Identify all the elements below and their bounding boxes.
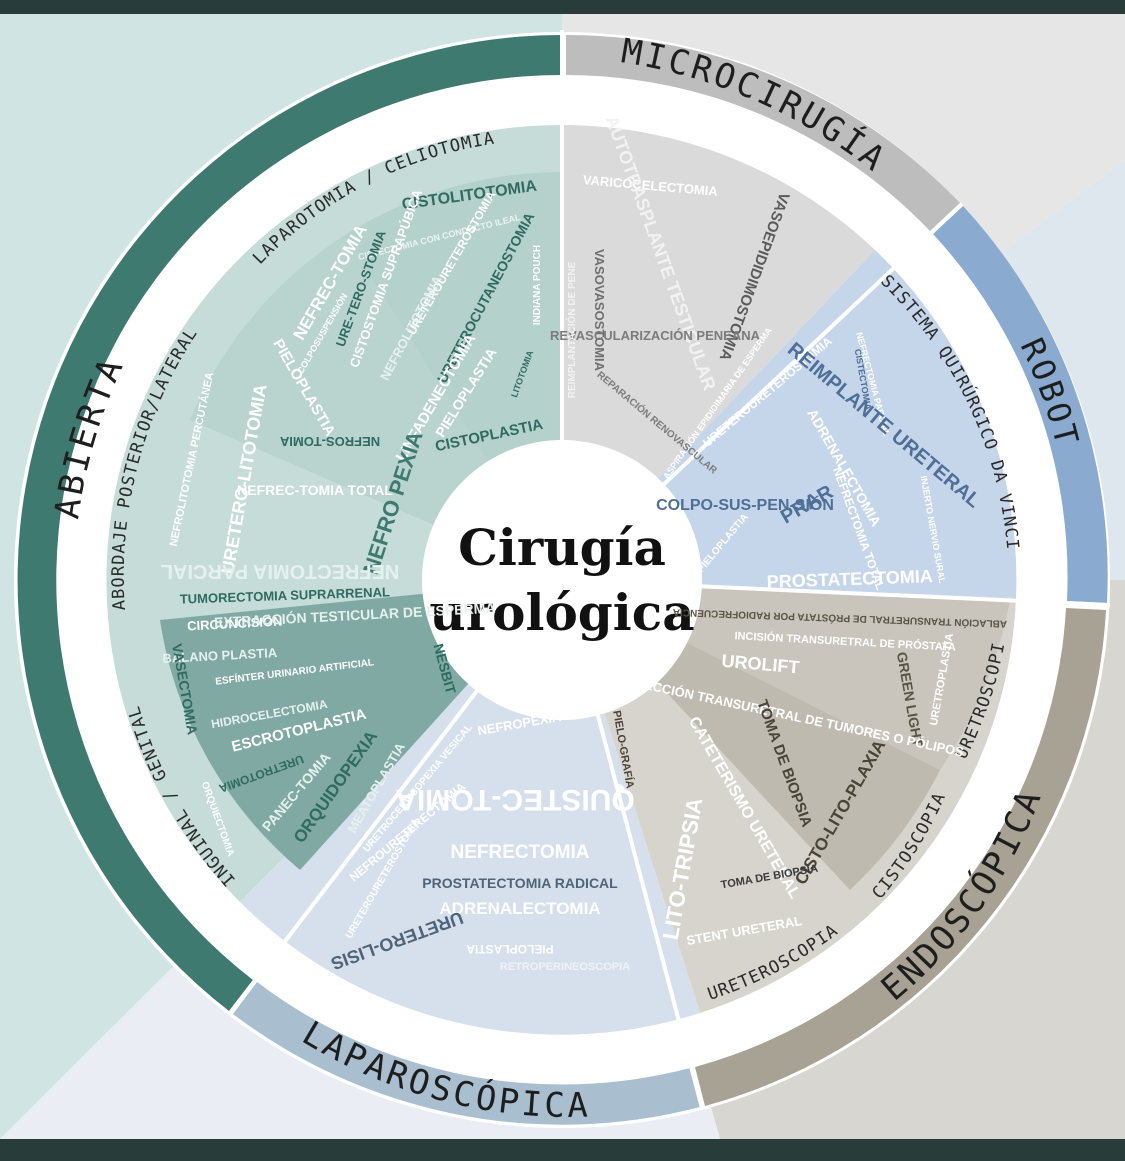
procedure-laparoscopica-4: ADRENALECTOMIA [439, 899, 600, 918]
procedure-inguinal-1: BALANO PLASTIA [162, 645, 278, 666]
bottom-frame-bar [0, 1139, 1125, 1161]
procedure-robot-5: COLPO-SUS-PEN-SIÓN [656, 495, 834, 514]
procedure-abordaje-6: NEFRECTOMIA PARCIAL [161, 560, 400, 582]
procedure-abordaje-7: TUMORECTOMIA SUPRARRENAL [180, 584, 391, 606]
top-frame-bar [0, 0, 1125, 14]
center-circle [422, 440, 702, 720]
center-title-line1: Cirugía [458, 518, 666, 577]
procedure-inguinal-0: CIRCUNCISIÓN [187, 614, 283, 634]
procedure-abordaje-4: NEFREC-TOMIA TOTAL [237, 482, 393, 498]
procedure-laparoscopica-3: PROSTATECTOMIA RADICAL [422, 875, 618, 891]
procedure-laparoscopica-7: RETROPERINEOSCOPIA [500, 961, 630, 973]
band-robot [933, 206, 1108, 603]
procedure-microcirugia-4: REVASCULARIZACIÓN PENEANA [550, 328, 761, 343]
procedure-microcirugia-2: VASOVASOSTOMIA [592, 249, 607, 372]
procedure-microcirugia-5: REIMPLANTACIÓN DE PENE [565, 261, 578, 398]
center-title-line2: urológica [429, 583, 694, 642]
procedure-laparoscopica-6: PIELOPLASTIA [466, 942, 554, 956]
band-microcirugia [566, 34, 960, 231]
category-band [17, 34, 1108, 1125]
procedure-laparoscopica-2: NEFRECTOMIA [451, 842, 590, 863]
procedure-laparotomia-11: INDIANA POUCH [532, 245, 543, 325]
procedure-abordaje-3: NEFROS-TOMIA [279, 434, 380, 449]
band-abierta [17, 35, 562, 1011]
band-endoscopica [695, 608, 1106, 1106]
procedure-laparoscopica-1: QUISTEC-TOMIA [395, 783, 634, 816]
band-laparoscopica [233, 982, 700, 1125]
